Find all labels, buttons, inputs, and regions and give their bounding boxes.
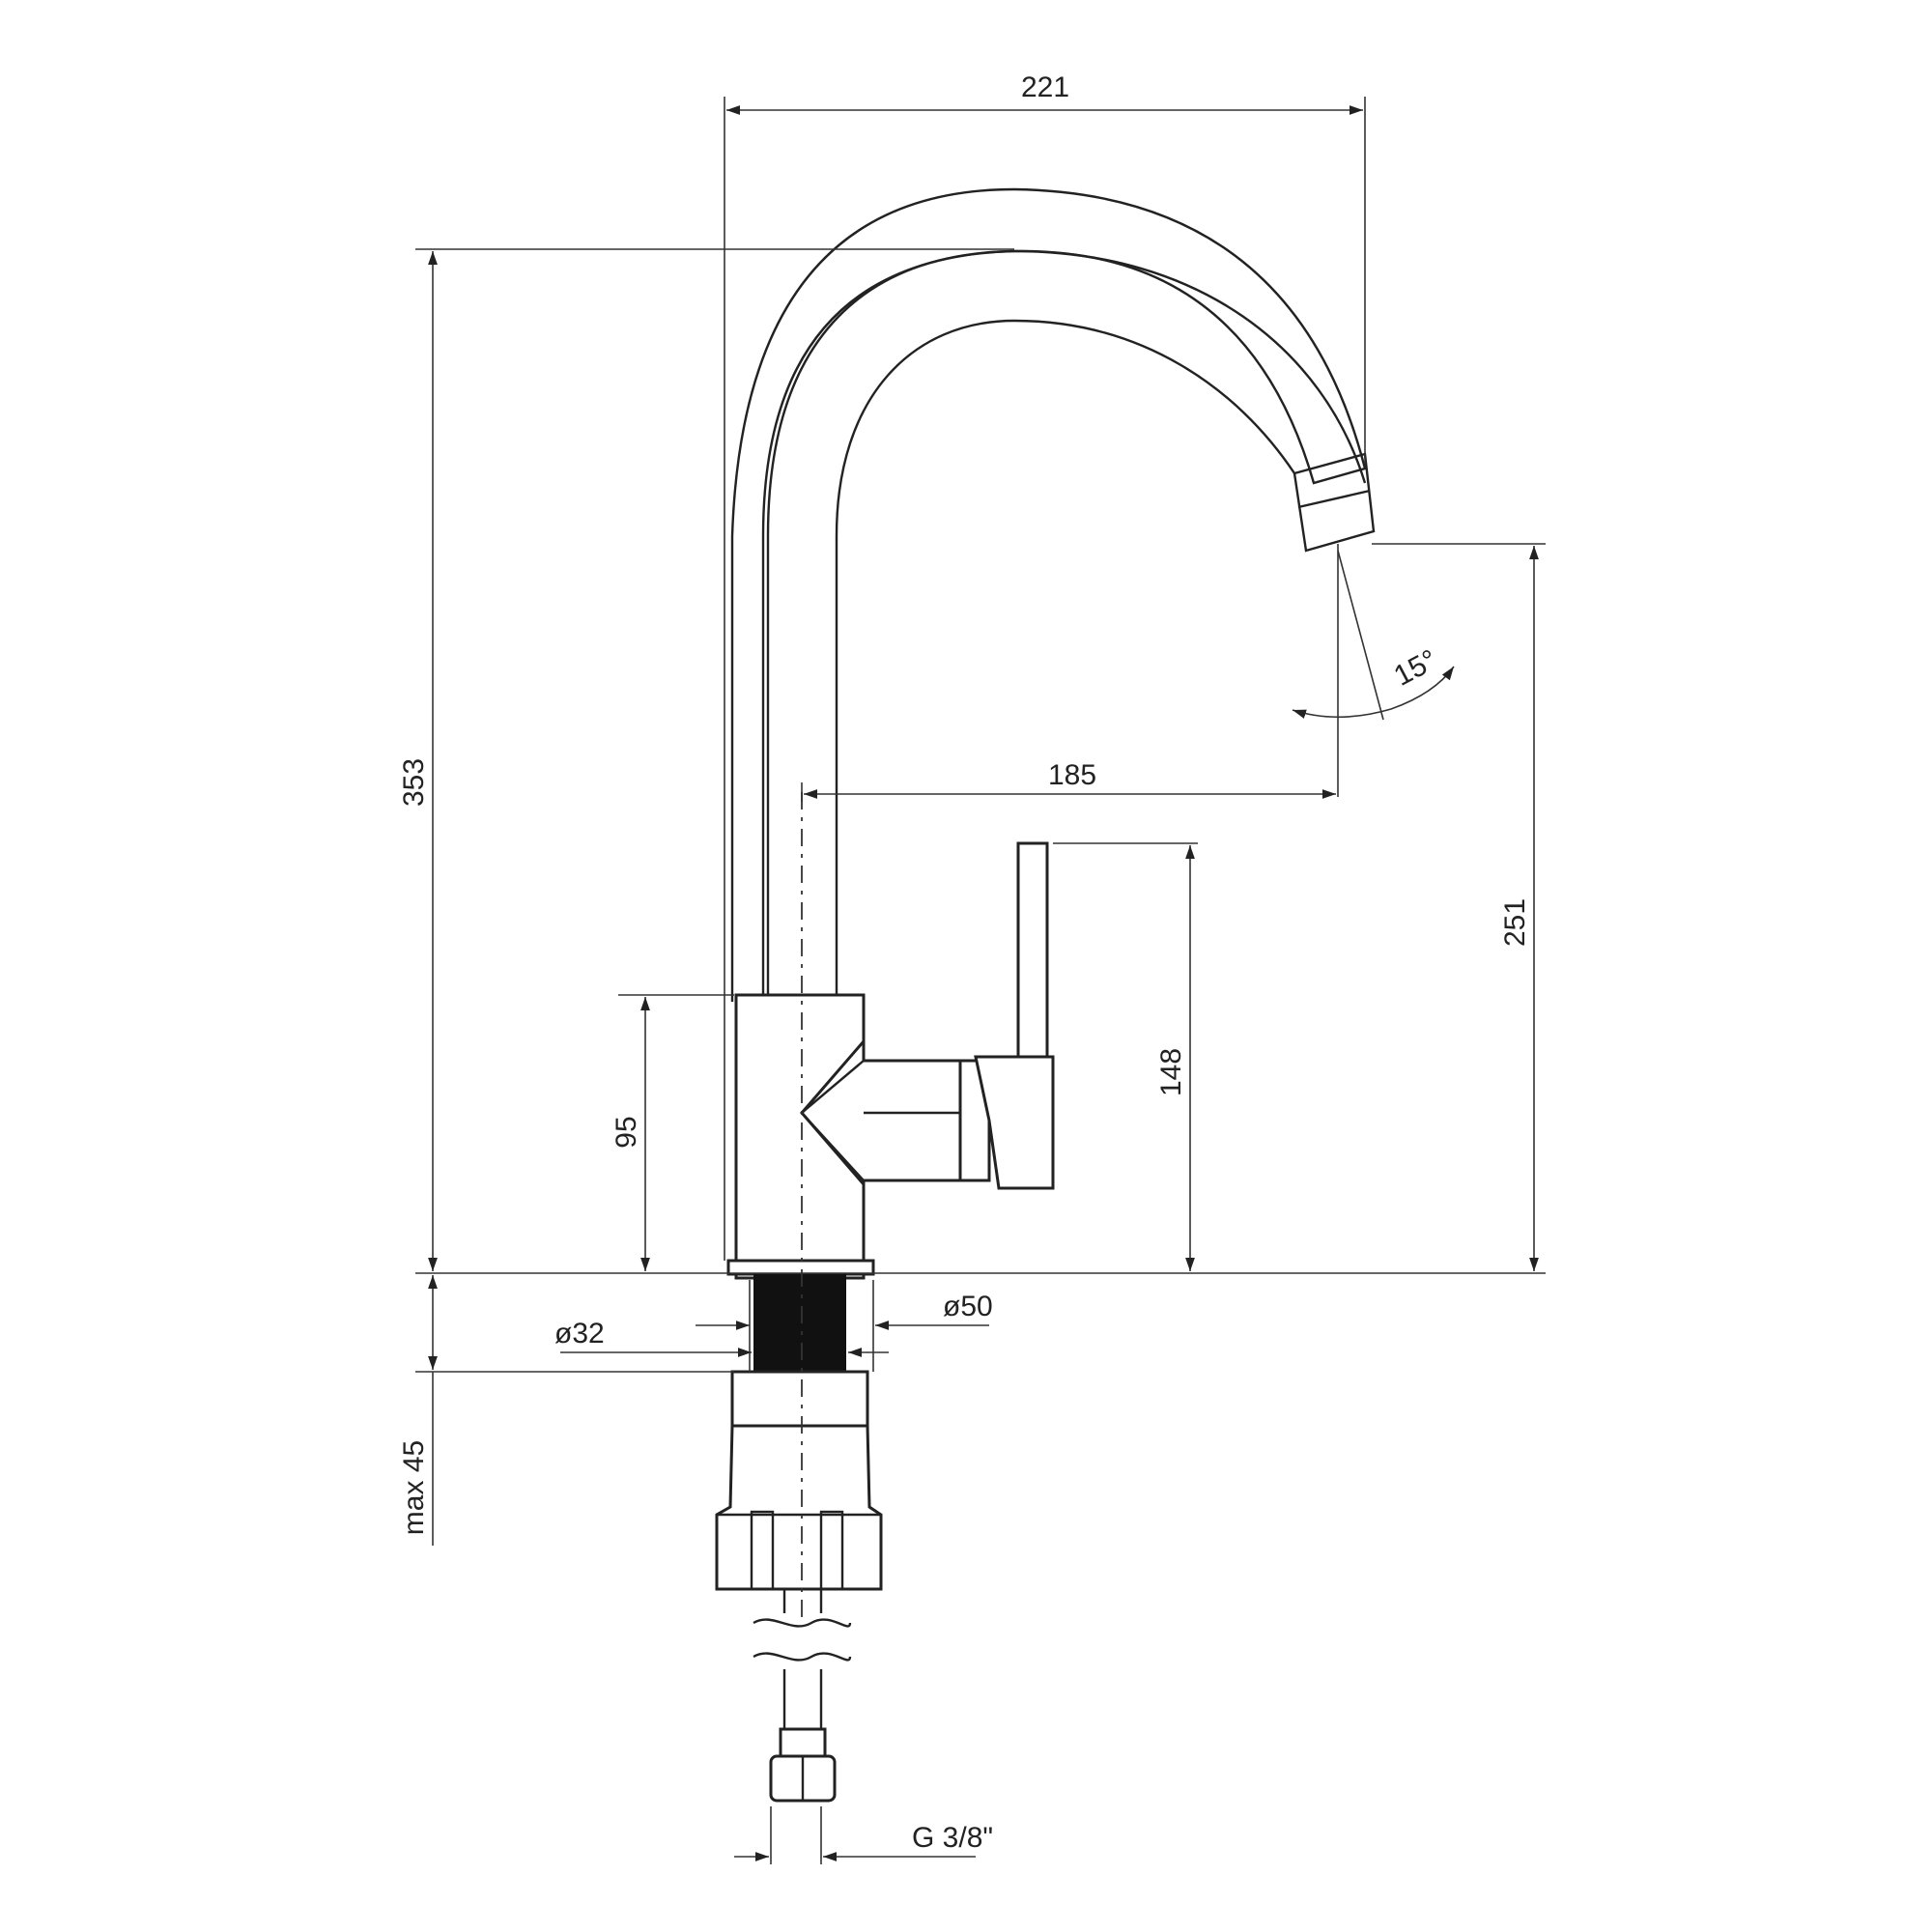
spout-outer [766, 249, 1015, 995]
label-spout-height: 251 [1499, 898, 1531, 947]
label-shank-diameter: ø32 [554, 1318, 605, 1350]
lever-rod [1016, 841, 1049, 1059]
label-body-height: 95 [611, 1116, 642, 1148]
label-width-total: 221 [1021, 71, 1069, 103]
aerator [1293, 452, 1376, 553]
label-connection-thread: G 3/8" [912, 1822, 993, 1854]
aerator-line [1297, 489, 1371, 509]
extension-lines [415, 97, 1546, 1864]
hose-fitting-top [779, 1727, 827, 1758]
label-swivel-angle: 15° [1389, 643, 1443, 692]
dimension-lines [428, 105, 1539, 1861]
dimension-labels: 221 353 251 185 148 95 ø50 ø32 max 45 G … [398, 71, 1531, 1854]
base-ring [726, 1259, 875, 1276]
hose-break-top [753, 1618, 852, 1628]
label-spout-reach: 185 [1048, 759, 1096, 791]
label-lever-height: 148 [1155, 1048, 1187, 1096]
shank [753, 1274, 846, 1372]
angle-arc [1292, 666, 1455, 719]
nut-slot-1 [750, 1510, 775, 1591]
hose-break-bottom [753, 1652, 852, 1662]
label-max-thickness: max 45 [398, 1440, 430, 1535]
spout-outer-top [1013, 249, 1367, 484]
faucet-outline [715, 187, 1376, 1803]
mounting-nut [715, 1424, 883, 1591]
label-height-total: 353 [398, 758, 430, 807]
angle-ray [1337, 550, 1384, 721]
mounting-washer [730, 1370, 869, 1428]
label-base-diameter: ø50 [943, 1291, 993, 1322]
nut-slot-2 [819, 1510, 844, 1591]
spout-inner [835, 319, 1295, 995]
